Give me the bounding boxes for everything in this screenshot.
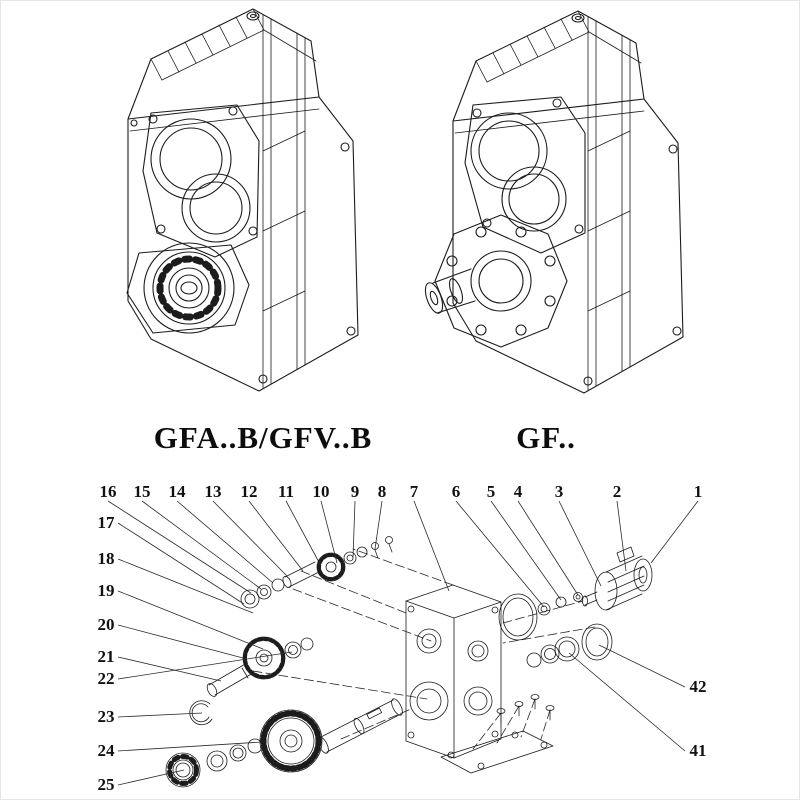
exploded-rings-right: [526, 623, 613, 668]
exploded-gasket: [498, 593, 538, 641]
callout-13: 13: [205, 482, 222, 501]
caption-left: GFA..B/GFV..B: [154, 420, 373, 455]
cooling-fins-left: [150, 8, 317, 81]
exploded-mid-cluster: [206, 636, 314, 697]
callout-22: 22: [98, 669, 115, 688]
leader-lines: [107, 500, 699, 786]
ball-bearing: [165, 752, 201, 788]
shaft-keyway: [366, 707, 382, 720]
callout-7: 7: [410, 482, 419, 501]
gearbox-right-drawing: [424, 10, 684, 394]
exploded-motor: [582, 546, 653, 611]
callout-42: 42: [690, 677, 707, 696]
callout-23: 23: [98, 707, 115, 726]
callout-6: 6: [452, 482, 461, 501]
callout-24: 24: [98, 741, 116, 760]
bearing-ball-ring: [156, 255, 222, 321]
callout-19: 19: [98, 581, 115, 600]
callout-8: 8: [378, 482, 387, 501]
callout-16: 16: [100, 482, 117, 501]
callout-numbers: 16 15 14 13 12 11 10 9 8 7 6 5 4 3 2 1 1…: [98, 482, 707, 794]
callout-41: 41: [690, 741, 707, 760]
output-gear: [259, 709, 323, 773]
side-ribs-left: [262, 14, 306, 389]
callout-15: 15: [134, 482, 151, 501]
cooling-fins-right: [475, 10, 642, 83]
exploded-small-parts-right: [537, 592, 583, 616]
bore-circle-2: [181, 173, 251, 243]
callout-25: 25: [98, 775, 115, 794]
snap-ring: [189, 700, 213, 726]
gearbox-left-drawing: [126, 8, 359, 392]
callout-18: 18: [98, 549, 115, 568]
motor-terminal-box: [616, 546, 635, 563]
callout-2: 2: [613, 482, 622, 501]
upper-flange-right: [464, 96, 586, 254]
callout-11: 11: [278, 482, 294, 501]
lifting-eye-left: [246, 11, 260, 21]
callout-4: 4: [514, 482, 523, 501]
callout-10: 10: [313, 482, 330, 501]
callout-12: 12: [241, 482, 258, 501]
callout-20: 20: [98, 615, 115, 634]
callout-14: 14: [169, 482, 187, 501]
callout-9: 9: [351, 482, 360, 501]
upper-flange-left: [142, 104, 260, 258]
bore-circle-1: [150, 118, 232, 200]
output-shaft: [424, 268, 476, 314]
caption-right: GF..: [516, 420, 576, 455]
callout-3: 3: [555, 482, 564, 501]
housing-bore: [409, 681, 449, 721]
exploded-output-cluster: [165, 698, 403, 788]
callout-21: 21: [98, 647, 115, 666]
exploded-base-plate: [440, 694, 555, 774]
exploded-diagram: [165, 536, 653, 788]
callout-1: 1: [694, 482, 703, 501]
callout-17: 17: [98, 513, 116, 532]
bearing-boss-left: [126, 244, 250, 334]
output-flange: [434, 214, 568, 348]
exploded-input-cluster: [240, 536, 393, 609]
side-ribs-right: [587, 16, 631, 391]
exploded-housing: [405, 584, 502, 759]
lifting-eye-right: [571, 13, 585, 23]
callout-5: 5: [487, 482, 496, 501]
